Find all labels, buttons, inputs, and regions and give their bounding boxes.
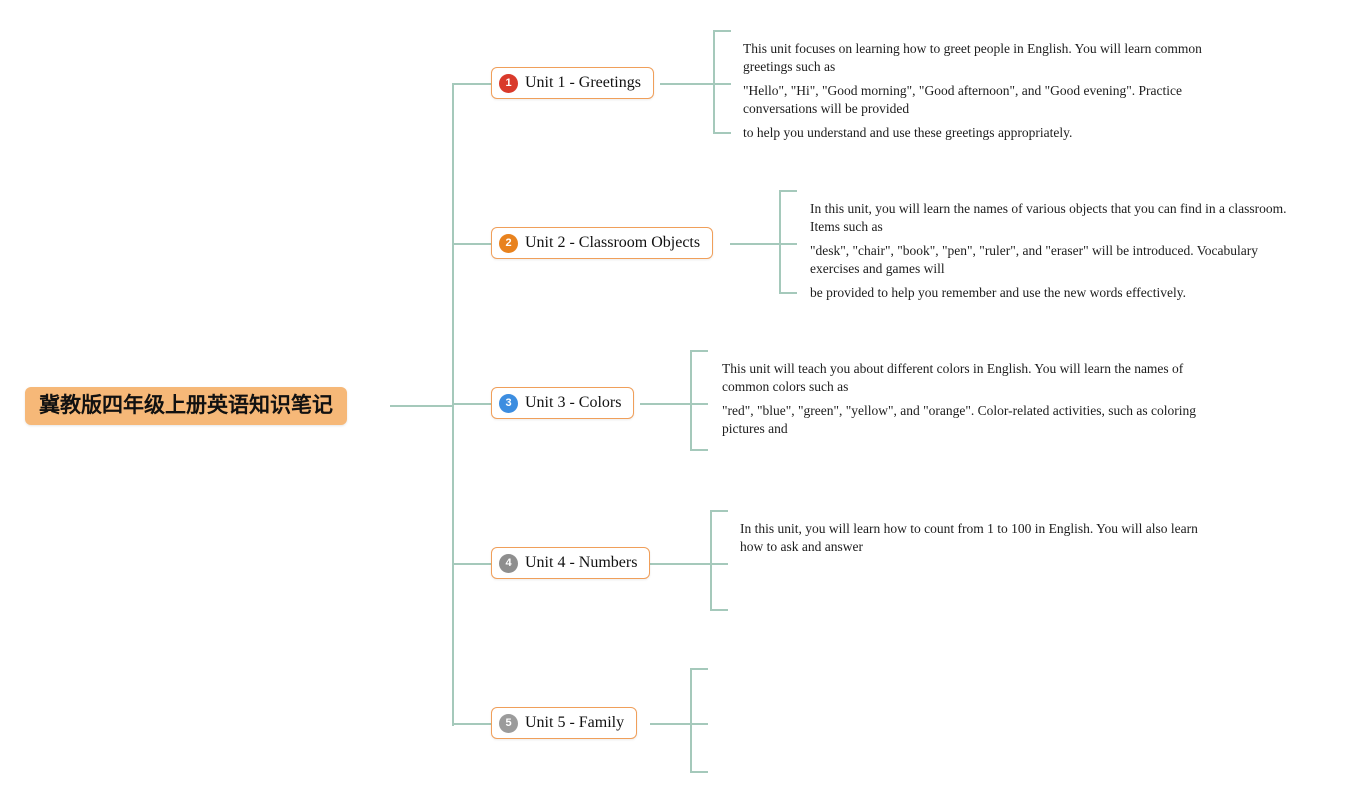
connector-line: [452, 403, 491, 405]
note-unit1-1[interactable]: This unit focuses on learning how to gre…: [743, 41, 1202, 74]
unit-node-5[interactable]: 5 Unit 5 - Family: [491, 707, 638, 739]
connector-line: [390, 405, 452, 407]
note-unit4-1[interactable]: In this unit, you will learn how to coun…: [740, 521, 1198, 554]
unit-2-badge: 2: [499, 233, 518, 253]
connector-line: [650, 723, 708, 725]
note-unit1-2[interactable]: "Hello", "Hi", "Good morning", "Good aft…: [743, 83, 1183, 116]
unit-node-4[interactable]: 4 Unit 4 - Numbers: [491, 547, 651, 579]
connector-line: [713, 132, 731, 134]
unit-node-3[interactable]: 3 Unit 3 - Colors: [491, 387, 635, 419]
unit-1-badge: 1: [499, 73, 518, 93]
connector-line: [690, 350, 708, 352]
note-unit2-1[interactable]: In this unit, you will learn the names o…: [810, 201, 1287, 234]
connector-line: [779, 292, 797, 294]
connector-line: [660, 83, 731, 85]
connector-line: [710, 510, 728, 512]
connector-line: [690, 668, 692, 773]
note-unit3-1[interactable]: This unit will teach you about different…: [722, 361, 1184, 394]
connector-line: [730, 243, 797, 245]
connector-line: [779, 190, 781, 294]
unit-4-badge: 4: [499, 553, 518, 573]
connector-line: [452, 243, 491, 245]
unit-5-badge: 5: [499, 713, 518, 733]
unit-node-1[interactable]: 1 Unit 1 - Greetings: [491, 67, 654, 99]
note-unit1-3[interactable]: to help you understand and use these gre…: [743, 125, 1073, 140]
connector-line: [690, 668, 708, 670]
connector-line: [690, 449, 708, 451]
connector-line: [779, 190, 797, 192]
connector-line: [452, 563, 491, 565]
note-unit2-2[interactable]: "desk", "chair", "book", "pen", "ruler",…: [810, 243, 1259, 276]
unit-4-label: Unit 4 - Numbers: [525, 554, 638, 571]
connector-line: [710, 510, 712, 611]
unit-3-label: Unit 3 - Colors: [525, 394, 622, 411]
connector-line: [452, 723, 491, 725]
note-unit3-2[interactable]: "red", "blue", "green", "yellow", and "o…: [722, 403, 1196, 436]
connector-line: [690, 350, 692, 451]
root-label: 冀教版四年级上册英语知识笔记: [39, 394, 333, 417]
unit-1-label: Unit 1 - Greetings: [525, 74, 641, 91]
unit-3-badge: 3: [499, 393, 518, 413]
connector-line: [452, 83, 491, 85]
connector-line: [713, 30, 731, 32]
connector-line: [713, 30, 715, 134]
unit-2-label: Unit 2 - Classroom Objects: [525, 234, 701, 251]
connector-line: [640, 403, 708, 405]
root-node[interactable]: 冀教版四年级上册英语知识笔记: [25, 387, 347, 425]
note-unit2-3[interactable]: be provided to help you remember and use…: [810, 285, 1187, 300]
connector-line: [650, 563, 728, 565]
connector-line: [710, 609, 728, 611]
unit-node-2[interactable]: 2 Unit 2 - Classroom Objects: [491, 227, 714, 259]
unit-5-label: Unit 5 - Family: [525, 714, 625, 731]
connector-line: [690, 771, 708, 773]
